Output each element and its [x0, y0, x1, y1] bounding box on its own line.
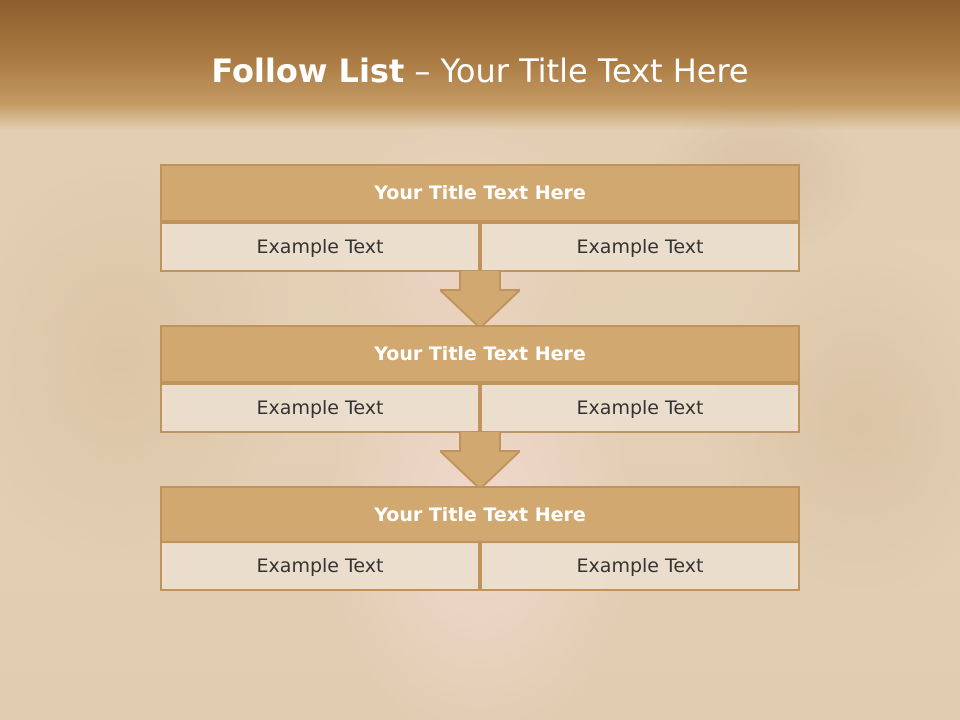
block-cell-right: Example Text	[480, 541, 800, 591]
block-title: Your Title Text Here	[160, 164, 800, 222]
down-arrow-icon	[440, 431, 520, 489]
block-cell-left: Example Text	[160, 383, 480, 433]
slide-title-rest: – Your Title Text Here	[414, 52, 749, 90]
block-cell-right: Example Text	[480, 222, 800, 272]
block-cell-left: Example Text	[160, 222, 480, 272]
block-cell-left: Example Text	[160, 541, 480, 591]
header-band	[0, 0, 960, 130]
block-title: Your Title Text Here	[160, 486, 800, 544]
slide-title: Follow List – Your Title Text Here	[0, 52, 960, 90]
down-arrow-icon	[440, 270, 520, 328]
slide-title-bold: Follow List	[211, 52, 405, 90]
block-cell-right: Example Text	[480, 383, 800, 433]
block-title: Your Title Text Here	[160, 325, 800, 383]
